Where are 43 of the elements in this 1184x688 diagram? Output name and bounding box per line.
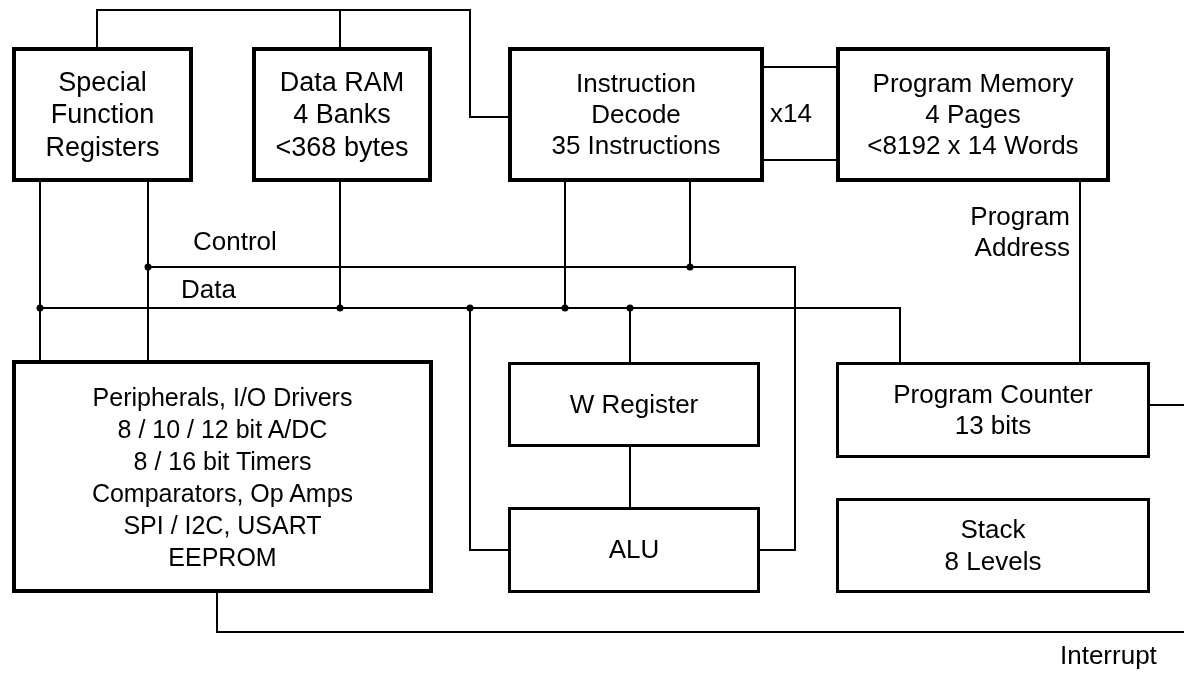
register-block: [12, 47, 193, 182]
bus-label: Data: [181, 274, 236, 306]
block-detail: <8192 x 14 Words: [867, 130, 1079, 162]
counter-block: [836, 362, 1150, 458]
decoder-block: [508, 47, 764, 182]
register-block: [508, 362, 760, 447]
block-detail: 4 Banks: [293, 98, 391, 131]
block-title: Peripherals, I/O Drivers: [92, 381, 353, 413]
peripherals-block: [12, 360, 433, 593]
connector-line: [216, 592, 1184, 633]
bus-width-label: x14: [770, 98, 812, 130]
connector-line: [763, 159, 837, 161]
alu-block: [508, 507, 760, 593]
block-detail: SPI / I2C, USART: [123, 509, 322, 541]
block-title: Instruction Decode: [575, 67, 697, 131]
block-detail: 8 Levels: [944, 545, 1042, 577]
connector-line: [763, 66, 837, 68]
block-detail: <368 bytes: [275, 130, 409, 164]
block-detail: EEPROM: [168, 541, 277, 573]
memory-block: [252, 47, 432, 182]
block-detail: 8 / 10 / 12 bit A/DC: [117, 413, 328, 445]
memory-block: [836, 47, 1110, 182]
bus-label: Program Address: [969, 201, 1070, 264]
stack-block: [836, 498, 1150, 593]
connector-line: [629, 307, 901, 363]
block-title: ALU: [608, 534, 660, 566]
connector-line: [1149, 404, 1184, 406]
block-title: Special Function Registers: [44, 65, 161, 164]
block-title: Program Counter: [893, 378, 1093, 410]
block-detail: 8 / 16 bit Timers: [133, 445, 312, 477]
block-title: W Register: [569, 388, 699, 421]
block-detail: 13 bits: [954, 410, 1032, 442]
connector-line: [339, 9, 509, 118]
signal-label: Interrupt: [1060, 640, 1157, 672]
block-title: Program Memory: [872, 67, 1074, 99]
block-detail: 35 Instructions: [551, 130, 721, 162]
block-title: Stack: [960, 514, 1026, 546]
connector-line: [629, 446, 631, 508]
block-title: Data RAM: [279, 65, 405, 99]
block-detail: 4 Pages: [925, 98, 1021, 131]
block-detail: Comparators, Op Amps: [91, 477, 354, 509]
connector-line: [1079, 181, 1081, 363]
bus-label: Control: [193, 226, 277, 258]
